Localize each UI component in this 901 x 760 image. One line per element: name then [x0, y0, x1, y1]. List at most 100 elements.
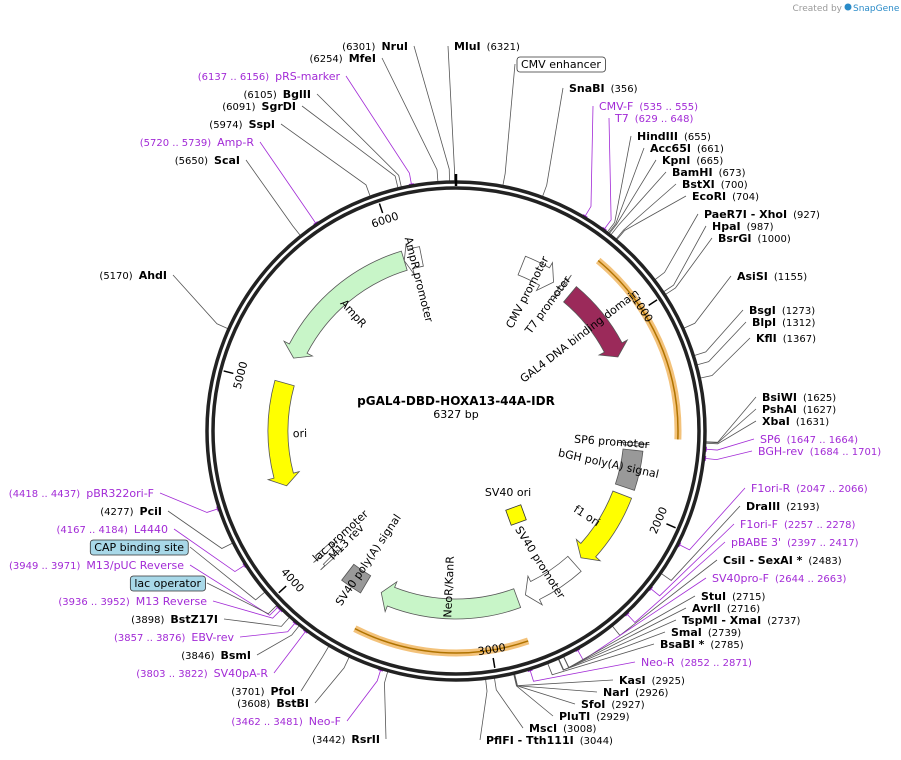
label-pflfi-tth111i[interactable]: PflFI - Tth111I(3044): [486, 734, 613, 747]
label-neo-f[interactable]: (3462 .. 3481)Neo-F: [231, 715, 341, 728]
label-m13-reverse[interactable]: (3936 .. 3952) M13 Reverse: [58, 595, 207, 608]
label-prs-marker[interactable]: (6137 .. 6156)pRS-marker: [198, 70, 341, 83]
label-cap-binding-site-text: CAP binding site: [94, 541, 184, 554]
feature-sp6-promoter[interactable]: [617, 442, 650, 447]
label-bsgi[interactable]: BsgI(1273): [749, 304, 815, 317]
label-pbr322ori-f[interactable]: (4418 .. 4437)pBR322ori-F: [9, 487, 154, 500]
feature-sv40-ori[interactable]: [505, 504, 527, 526]
label-bsiwi[interactable]: BsiWI(1625): [762, 391, 836, 404]
leader-line: [703, 396, 757, 443]
plasmid-center: pGAL4-DBD-HOXA13-44A-IDR 6327 bp: [357, 394, 555, 421]
label-lac-operator-text: lac operator: [134, 577, 201, 590]
label-pluti[interactable]: PluTI(2929): [559, 710, 630, 723]
label-cmv-enhancer-box: [516, 56, 606, 73]
label-bstbi[interactable]: (3608)BstBI: [237, 697, 309, 710]
label-pcii[interactable]: (4277)PciI: [100, 505, 162, 518]
feature-ori[interactable]: [266, 379, 301, 487]
label-draiii[interactable]: DraIII(2193): [746, 500, 820, 513]
label-ahdi[interactable]: (5170)AhdI: [99, 269, 167, 282]
leader-line: [212, 600, 283, 619]
label-csii-sexai[interactable]: CsiI - SexAI *(2483): [723, 554, 842, 567]
label-sv40pro-f[interactable]: SV40pro-F(2644 .. 2663): [712, 572, 847, 585]
label-bsmi[interactable]: (3846)BsmI: [181, 649, 251, 662]
feature-cmv-promoter[interactable]: [517, 255, 554, 292]
label-ecori[interactable]: EcoRI(704): [692, 190, 759, 203]
feature-ampr[interactable]: [283, 250, 408, 359]
label-ebv-rev-position: (3857 .. 3876): [114, 633, 186, 644]
label-bstxi[interactable]: BstXI(700): [682, 178, 748, 191]
label-pbabe-3[interactable]: pBABE 3'(2397 .. 2417): [731, 536, 859, 549]
feature-sv40-poly-a-signal[interactable]: [341, 563, 372, 594]
label-bgh-rev[interactable]: BGH-rev(1684 .. 1701): [758, 445, 881, 458]
feature-m13-rev[interactable]: [320, 546, 344, 571]
feature-t7-promoter[interactable]: [552, 274, 572, 302]
label-sv40pa-r[interactable]: (3803 .. 3822)SV40pA-R: [136, 667, 268, 680]
feature-gal4-dna-binding-domain[interactable]: [563, 286, 629, 358]
label-nrui[interactable]: (6301)NruI: [342, 40, 408, 53]
label-xbai[interactable]: XbaI(1631): [762, 415, 829, 428]
label-bamhi[interactable]: BamHI(673): [672, 166, 746, 179]
label-m13-reverse-name: M13 Reverse: [136, 595, 207, 608]
label-cmv-f[interactable]: CMV-F(535 .. 555): [599, 100, 698, 113]
feature-bgh-poly-a-signal[interactable]: [614, 448, 644, 491]
label-sgrdi[interactable]: (6091)SgrDI: [222, 100, 296, 113]
label-blpi-position: (1312): [782, 318, 815, 329]
label-kfli[interactable]: KflI(1367): [756, 332, 816, 345]
label-asisi[interactable]: AsiSI(1155): [737, 270, 807, 283]
label-stui[interactable]: StuI(2715): [701, 590, 765, 603]
label-csii-sexai-name: CsiI - SexAI *: [723, 554, 803, 567]
label-nrui-name: NruI: [381, 40, 408, 53]
label-scai[interactable]: (5650)ScaI: [175, 154, 240, 167]
label-cmv-enhancer[interactable]: CMV enhancer: [516, 56, 606, 73]
label-hindiii[interactable]: HindIII(655): [637, 130, 711, 143]
label-hpai-name: HpaI: [712, 220, 741, 233]
feature-f1-ori[interactable]: [575, 490, 633, 562]
label-pfoi[interactable]: (3701)PfoI: [231, 685, 295, 698]
feature-neor-kanr[interactable]: [380, 580, 522, 620]
feature-lac-promoter[interactable]: [313, 540, 338, 563]
label-pshai[interactable]: PshAI(1627): [762, 403, 836, 416]
label-neo-r[interactable]: Neo-R(2852 .. 2871): [641, 656, 752, 669]
label-nari[interactable]: NarI(2926): [603, 686, 669, 699]
label-sspi[interactable]: (5974)SspI: [209, 118, 275, 131]
label-lac-operator[interactable]: lac operator: [129, 575, 206, 592]
label-bsabi-name: BsaBI *: [660, 638, 705, 651]
label-msci[interactable]: MscI(3008): [529, 722, 596, 735]
label-mlui[interactable]: MluI(6321): [454, 40, 520, 53]
label-bsrgi[interactable]: BsrGI(1000): [718, 232, 791, 245]
label-kpni[interactable]: KpnI(665): [662, 154, 723, 167]
label-bsabi[interactable]: BsaBI *(2785): [660, 638, 744, 651]
label-smai[interactable]: SmaI(2739): [671, 626, 741, 639]
feature-ampr-promoter[interactable]: [403, 243, 424, 275]
label-sv40pro-f-position: (2644 .. 2663): [775, 574, 847, 585]
label-sfoi[interactable]: SfoI(2927): [581, 698, 645, 711]
label-bglii[interactable]: (6105)BglII: [244, 88, 311, 101]
label-hpai[interactable]: HpaI(987): [712, 220, 774, 233]
label-t7[interactable]: T7(629 .. 648): [614, 112, 694, 125]
label-cap-binding-site-box: [89, 539, 189, 556]
label-acc65i[interactable]: Acc65I(661): [650, 142, 724, 155]
label-m13-puc-reverse[interactable]: (3949 .. 3971)M13/pUC Reverse: [9, 559, 184, 572]
label-bsmi-name: BsmI: [221, 649, 252, 662]
label-m13-reverse-position: (3936 .. 3952): [58, 597, 130, 608]
label-l4440[interactable]: (4167 .. 4184)L4440: [56, 523, 168, 536]
label-mfei[interactable]: (6254)MfeI: [309, 52, 376, 65]
label-paer7i-xhoi[interactable]: PaeR7I - XhoI(927): [704, 208, 820, 221]
label-bstz17i[interactable]: (3898)BstZ17I: [131, 613, 218, 626]
label-f1ori-r[interactable]: F1ori-R(2047 .. 2066): [751, 482, 868, 495]
label-kasi[interactable]: KasI(2925): [619, 674, 685, 687]
label-f1ori-f[interactable]: F1ori-F(2257 .. 2278): [740, 518, 855, 531]
label-ebv-rev[interactable]: (3857 .. 3876)EBV-rev: [114, 631, 234, 644]
label-cmv-f-position: (535 .. 555): [639, 102, 698, 113]
label-snabi[interactable]: SnaBI(356): [569, 82, 638, 95]
label-cap-binding-site[interactable]: CAP binding site: [89, 539, 189, 556]
label-amp-r[interactable]: (5720 .. 5739)Amp-R: [140, 136, 255, 149]
label-f1ori-r-position: (2047 .. 2066): [796, 484, 868, 495]
leader-line: [695, 321, 747, 366]
label-rsrii[interactable]: (3442)RsrII: [312, 733, 380, 746]
label-tspmi-xmai[interactable]: TspMI - XmaI(2737): [682, 614, 801, 627]
label-blpi[interactable]: BlpI(1312): [752, 316, 815, 329]
label-sp6[interactable]: SP6(1647 .. 1664): [760, 433, 858, 446]
label-avrii[interactable]: AvrII(2716): [692, 602, 760, 615]
feature-sv40-promoter[interactable]: [525, 555, 582, 606]
